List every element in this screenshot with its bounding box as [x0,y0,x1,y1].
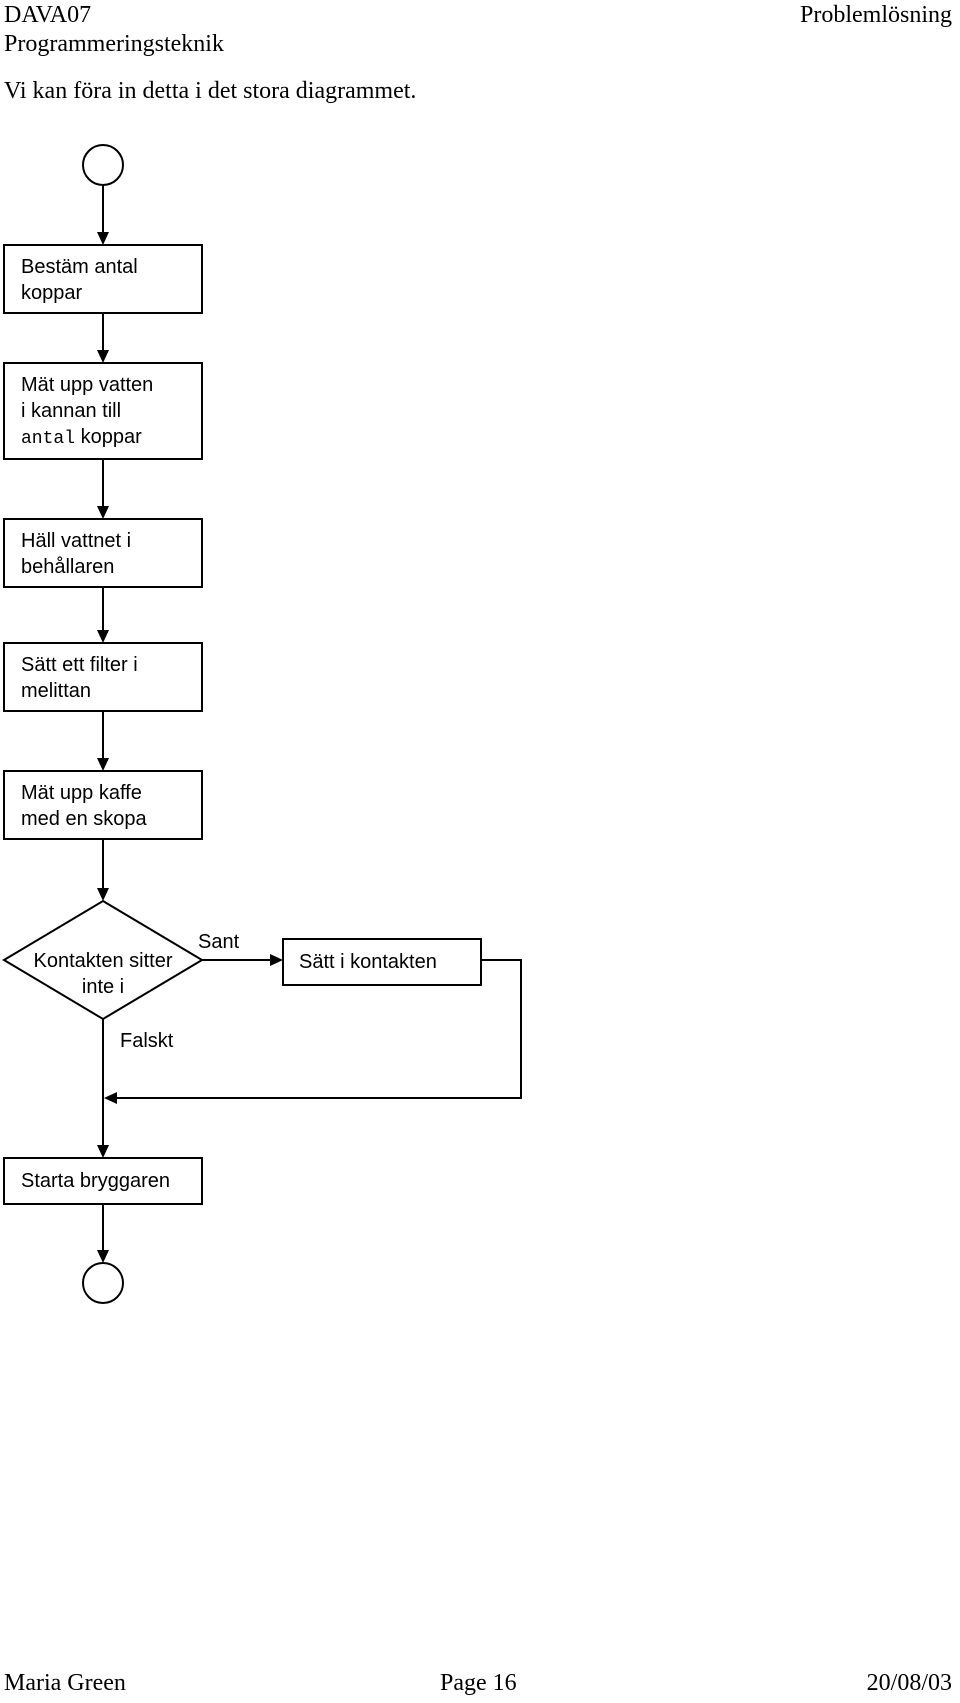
step-label: koppar [21,282,82,304]
arrow-icon [97,630,109,643]
end-node [82,1262,124,1304]
step-label: behållaren [21,556,114,578]
true-branch-label: Sant [198,931,240,953]
arrow-icon [97,350,109,363]
step-label: Sätt ett filter i [21,654,138,676]
arrow-icon [97,758,109,771]
step-box-mat-upp-kaffe [3,770,203,840]
arrow-icon [97,232,109,245]
intro-text: Vi kan föra in detta i det stora diagram… [4,78,417,104]
footer-date: 20/08/03 [866,1670,952,1696]
arrow-icon [270,954,283,966]
step-label: Mät upp kaffe [21,782,142,804]
step-label: melittan [21,680,91,702]
connector-return [117,959,522,1099]
step-box-satt-filter [3,642,203,712]
step-box-bestam-antal [3,244,203,314]
decision-label: inte i [82,976,124,998]
step-label: i kannan till [21,400,121,422]
arrow-icon [97,1250,109,1263]
step-label: Mät upp vatten [21,374,153,396]
step-label: Häll vattnet i [21,530,131,552]
step-label: Sätt i kontakten [299,951,437,973]
code-variable: antal [21,429,75,449]
arrow-icon [104,1092,117,1104]
course-code: DAVA07 [4,2,92,28]
step-box-hall-vattnet [3,518,203,588]
page-topic: Problemlösning [799,2,952,28]
arrow-icon [97,888,109,901]
step-label-mixed: antal koppar [21,426,142,449]
step-box-satt-i-kontakten [282,938,482,986]
step-label: Starta bryggaren [21,1170,170,1192]
false-branch-label: Falskt [120,1030,174,1052]
step-box-starta-bryggaren [3,1157,203,1205]
course-name: Programmeringsteknik [4,31,224,57]
step-box-mat-upp-vatten [3,362,203,460]
decision-label: Kontakten sitter [34,950,173,972]
footer-page-number: Page 16 [440,1670,517,1696]
step-label: med en skopa [21,808,148,830]
footer-author: Maria Green [4,1670,126,1696]
arrow-icon [97,1145,109,1158]
start-node [82,144,124,186]
step-label: Bestäm antal [21,256,138,278]
arrow-icon [97,506,109,519]
